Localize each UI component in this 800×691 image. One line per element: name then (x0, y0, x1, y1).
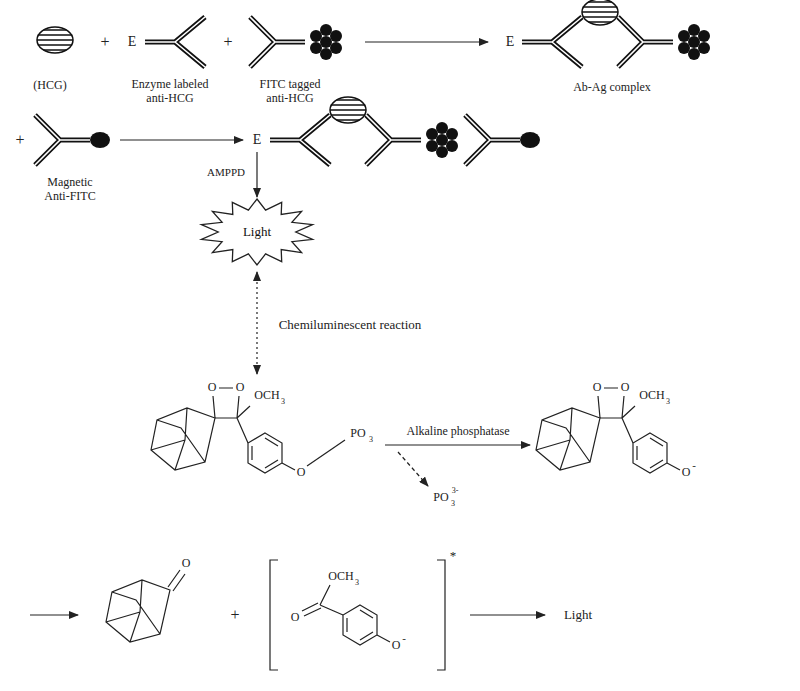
label: OCH (639, 389, 664, 403)
burst-shape (201, 199, 312, 265)
label: - (692, 459, 696, 472)
label: + (230, 606, 239, 624)
label: O (291, 611, 300, 625)
label: 3 (369, 435, 373, 444)
label: O (236, 381, 245, 395)
label: OCH (254, 389, 279, 403)
label: - (402, 632, 406, 645)
label: FITC tagged anti-HCG (250, 78, 330, 106)
label: Light (564, 608, 592, 623)
label: 3 (355, 578, 359, 587)
label: PO (433, 491, 448, 505)
label: 3 (451, 499, 455, 508)
label: Magnetic Anti-FITC (35, 176, 105, 204)
label: + (15, 131, 24, 149)
label: O (392, 639, 401, 653)
label: 3 (666, 397, 670, 406)
burst-label: Light (243, 224, 271, 240)
label: O (182, 557, 191, 571)
label: Alkaline phosphatase (407, 425, 510, 439)
label: O (297, 466, 306, 480)
label: Enzyme labeled anti-HCG (128, 78, 212, 106)
label: 3 (281, 397, 285, 406)
label: Ab-Ag complex (567, 81, 657, 95)
label: OCH (328, 570, 353, 584)
light-burst: Light (198, 197, 316, 267)
label: O (682, 466, 691, 480)
label: E (506, 34, 515, 50)
label: O (593, 381, 602, 395)
label: + (223, 33, 232, 51)
label: O (621, 381, 630, 395)
label: Chemiluminescent reaction (279, 318, 422, 333)
label: O (208, 381, 217, 395)
label: PO (350, 427, 365, 441)
label: E (128, 34, 137, 50)
label: E (253, 132, 262, 148)
label: * (450, 549, 457, 564)
label: AMPPD (207, 166, 245, 179)
label: (HCG) (33, 79, 66, 93)
label: 3- (452, 486, 459, 495)
label: + (100, 33, 109, 51)
